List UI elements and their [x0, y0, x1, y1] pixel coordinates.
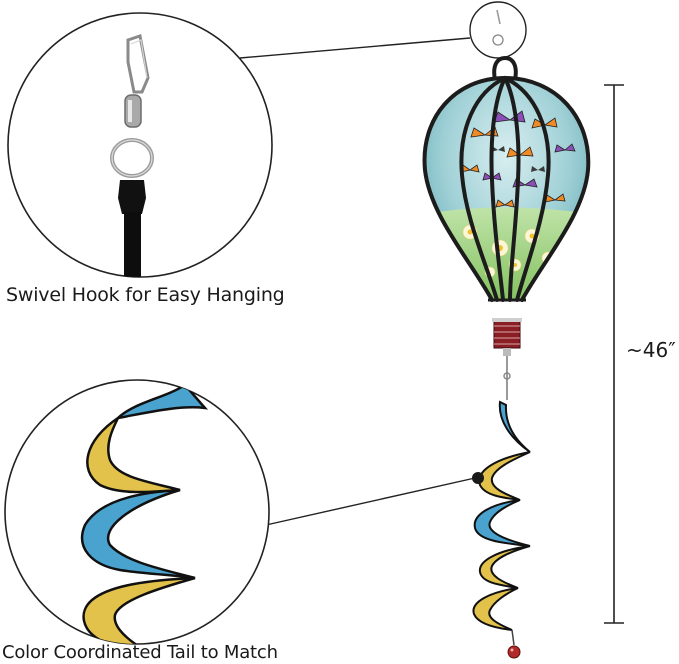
- tail-caption: Color Coordinated Tail to Match: [2, 642, 278, 663]
- tail-bead: [507, 645, 521, 659]
- height-dimension-bracket: [604, 84, 624, 624]
- hook-callout-small-circle: [469, 1, 527, 59]
- spiral-tail-closeup: [80, 383, 209, 644]
- balloon-basket: [492, 318, 522, 356]
- hot-air-balloon-spinner: [422, 55, 591, 400]
- swivel-hook-icon: [110, 34, 154, 277]
- hook-callout-line: [239, 37, 471, 59]
- tail-detail-circle: [4, 379, 270, 645]
- height-dimension-label: ~46″: [626, 338, 676, 362]
- tail-callout-dot: [472, 472, 484, 484]
- spiral-tail: [472, 400, 531, 659]
- swivel-hook-detail-circle: [7, 12, 273, 278]
- tail-callout-line: [265, 477, 476, 526]
- swivel-hook-caption: Swivel Hook for Easy Hanging: [6, 284, 285, 306]
